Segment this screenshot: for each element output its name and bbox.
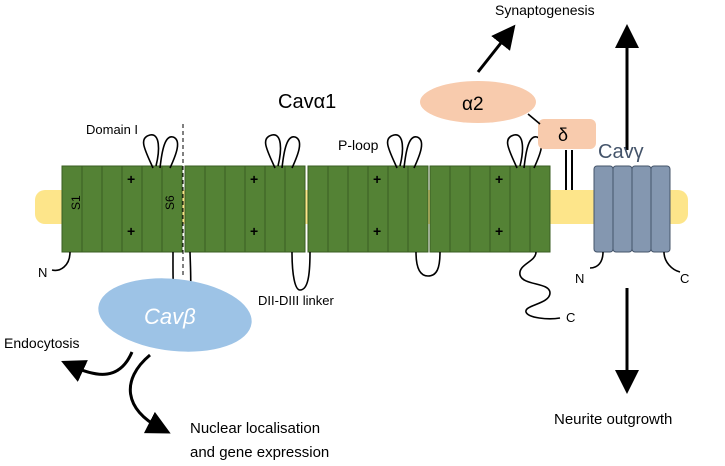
cav-beta-subunit: [98, 278, 252, 352]
p-loops: [142, 134, 543, 169]
plus-signs: + + + + + + + +: [127, 171, 503, 239]
gene-expression-label: and gene expression: [190, 444, 329, 461]
alpha1-domain-2-segment-s2: [204, 165, 226, 253]
s6-label: S6: [163, 195, 177, 210]
domain-3-4-linker: [415, 251, 441, 277]
gamma-segment-3: [631, 165, 652, 253]
gamma-segment-4: [650, 165, 671, 253]
p-loop-label: P-loop: [338, 137, 379, 153]
gamma-c-tail: [663, 251, 681, 273]
plus-sign-domain-3-2: +: [373, 223, 381, 239]
nuclear-arrow: [128, 353, 171, 434]
arrows: [61, 24, 639, 434]
alpha1-domain-4-segment-s3: [469, 165, 491, 253]
p-loop-domain-2: [264, 134, 301, 169]
plus-sign-domain-2-1: +: [250, 171, 258, 187]
domain-i-label: Domain I: [86, 122, 138, 137]
synaptogenesis-label: Synaptogenesis: [495, 2, 595, 18]
alpha1-domain-2-segment-s5: [264, 165, 286, 253]
gamma-segment-1: [593, 165, 614, 253]
dii-diii-linker-label: DII-DIII linker: [258, 293, 335, 308]
c-terminus-tail: [519, 251, 561, 320]
cav-gamma-label: Cavγ: [598, 141, 644, 163]
gamma-c-terminus-label: C: [680, 271, 689, 286]
alpha1-c-terminus-label: C: [566, 310, 575, 325]
alpha2-delta-link: [527, 113, 541, 125]
cav-gamma-segments: [593, 165, 671, 253]
alpha1-domain-1-segment-s2: [81, 165, 103, 253]
p-loop-domain-4: [506, 134, 543, 169]
plus-sign-domain-4-1: +: [495, 171, 503, 187]
dii-diii-linker-loop: [291, 251, 311, 291]
gamma-tails: [589, 251, 681, 273]
gamma-segment-2: [612, 165, 633, 253]
alpha1-domain-4-segment-s1: [429, 165, 451, 253]
gamma-n-tail: [589, 251, 604, 269]
endocytosis-arrow: [61, 351, 134, 382]
neurite-outgrowth-label: Neurite outgrowth: [554, 411, 672, 428]
alpha1-domain-3-segment-s5: [387, 165, 409, 253]
plus-sign-domain-3-1: +: [373, 171, 381, 187]
alpha1-domain-3-segment-s3: [347, 165, 369, 253]
cav-alpha1-segments: [61, 165, 551, 253]
alpha1-domain-3-segment-s2: [327, 165, 349, 253]
alpha1-domain-1-segment-s5: [141, 165, 163, 253]
delta-subunit: [538, 119, 596, 149]
alpha1-domain-4-segment-s5: [509, 165, 531, 253]
synaptogenesis-arrow: [476, 24, 516, 73]
nuclear-localisation-label: Nuclear localisation: [190, 420, 320, 437]
p-loop-domain-3: [386, 134, 423, 169]
plus-sign-domain-1-2: +: [127, 223, 135, 239]
gamma-n-terminus-label: N: [575, 271, 584, 286]
plus-sign-domain-2-2: +: [250, 223, 258, 239]
alpha1-domain-4-segment-s2: [449, 165, 471, 253]
p-loop-domain-1: [142, 134, 179, 169]
plus-sign-domain-1-1: +: [127, 171, 135, 187]
s1-label: S1: [69, 195, 83, 210]
delta-label: δ: [558, 125, 568, 145]
alpha1-domain-2-segment-s1: [184, 165, 206, 253]
alpha2-subunit: [420, 81, 536, 123]
alpha1-domain-3-segment-s1: [307, 165, 329, 253]
alpha1-domain-2-segment-s3: [224, 165, 246, 253]
alpha1-n-terminus-label: N: [38, 265, 47, 280]
alpha1-domain-1-segment-s3: [101, 165, 123, 253]
alpha1-domain-4-segment-s6: [529, 165, 551, 253]
plus-sign-domain-4-2: +: [495, 223, 503, 239]
alpha1-domain-3-segment-s6: [407, 165, 429, 253]
cav-beta-label: Cavβ: [144, 304, 196, 329]
alpha2-label: α2: [462, 94, 484, 115]
endocytosis-label: Endocytosis: [4, 335, 79, 351]
cav-alpha1-label: Cavα1: [278, 91, 336, 113]
alpha1-domain-2-segment-s6: [284, 165, 306, 253]
alpha1-domain-1-segment-s6: [161, 165, 183, 253]
n-terminus-tail: [51, 251, 71, 272]
